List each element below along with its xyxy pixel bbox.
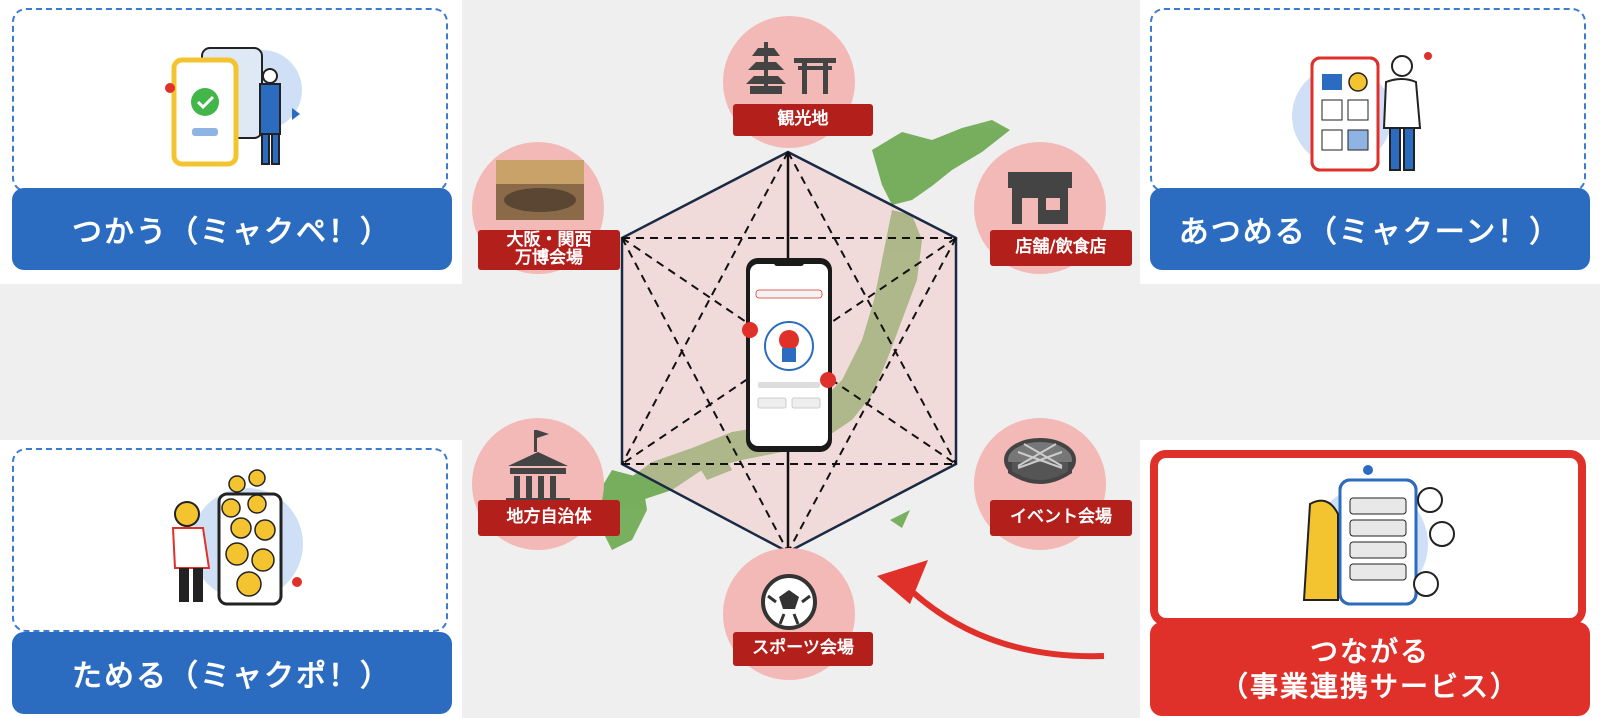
card-label-line1: つながる [1309, 635, 1430, 668]
node-label-expo-line2: 万博会場 [515, 248, 583, 268]
phone-mockup [742, 258, 836, 452]
node-label-kankouchi: 観光地 [733, 104, 873, 136]
storefront-icon [1008, 172, 1072, 224]
node-label-local-gov: 地方自治体 [478, 500, 620, 536]
card-label: つかう（ミャクペ！） [12, 188, 452, 270]
payment-phone-illustration [165, 47, 302, 167]
card-label: あつめる（ミャクーン！） [1150, 188, 1590, 270]
connection-lines [621, 151, 957, 553]
card-label: つながる （事業連携サービス） [1150, 622, 1590, 716]
card-tsukau: つかう（ミャクペ！） [12, 8, 452, 270]
node-label-store: 店舗/飲食店 [990, 230, 1132, 266]
card-atsumeru: あつめる（ミャクーン！） [1150, 8, 1590, 270]
expo-venue-photo [496, 160, 584, 220]
collect-phone-illustration [1292, 52, 1432, 172]
node-label-expo: 大阪・関西 万博会場 [478, 230, 620, 270]
dome-stadium-icon [1004, 438, 1076, 484]
city-hall-icon [506, 430, 570, 504]
soccer-ball-icon [761, 574, 817, 630]
node-label-event: イベント会場 [990, 500, 1132, 536]
pagoda-torii-icon [746, 42, 836, 94]
card-label: ためる（ミャクポ！） [12, 632, 452, 714]
card-label-line2: （事業連携サービス） [1219, 670, 1520, 703]
points-phone-illustration [171, 469, 303, 606]
card-tsunagaru: つながる （事業連携サービス） [1150, 450, 1590, 716]
connect-illustration [1302, 465, 1455, 606]
card-tameru: ためる（ミャクポ！） [12, 448, 452, 714]
connect-arrow [901, 581, 1105, 660]
node-label-sports: スポーツ会場 [733, 632, 873, 666]
node-label-expo-line1: 大阪・関西 [506, 230, 592, 251]
network-diagram [472, 16, 1106, 680]
